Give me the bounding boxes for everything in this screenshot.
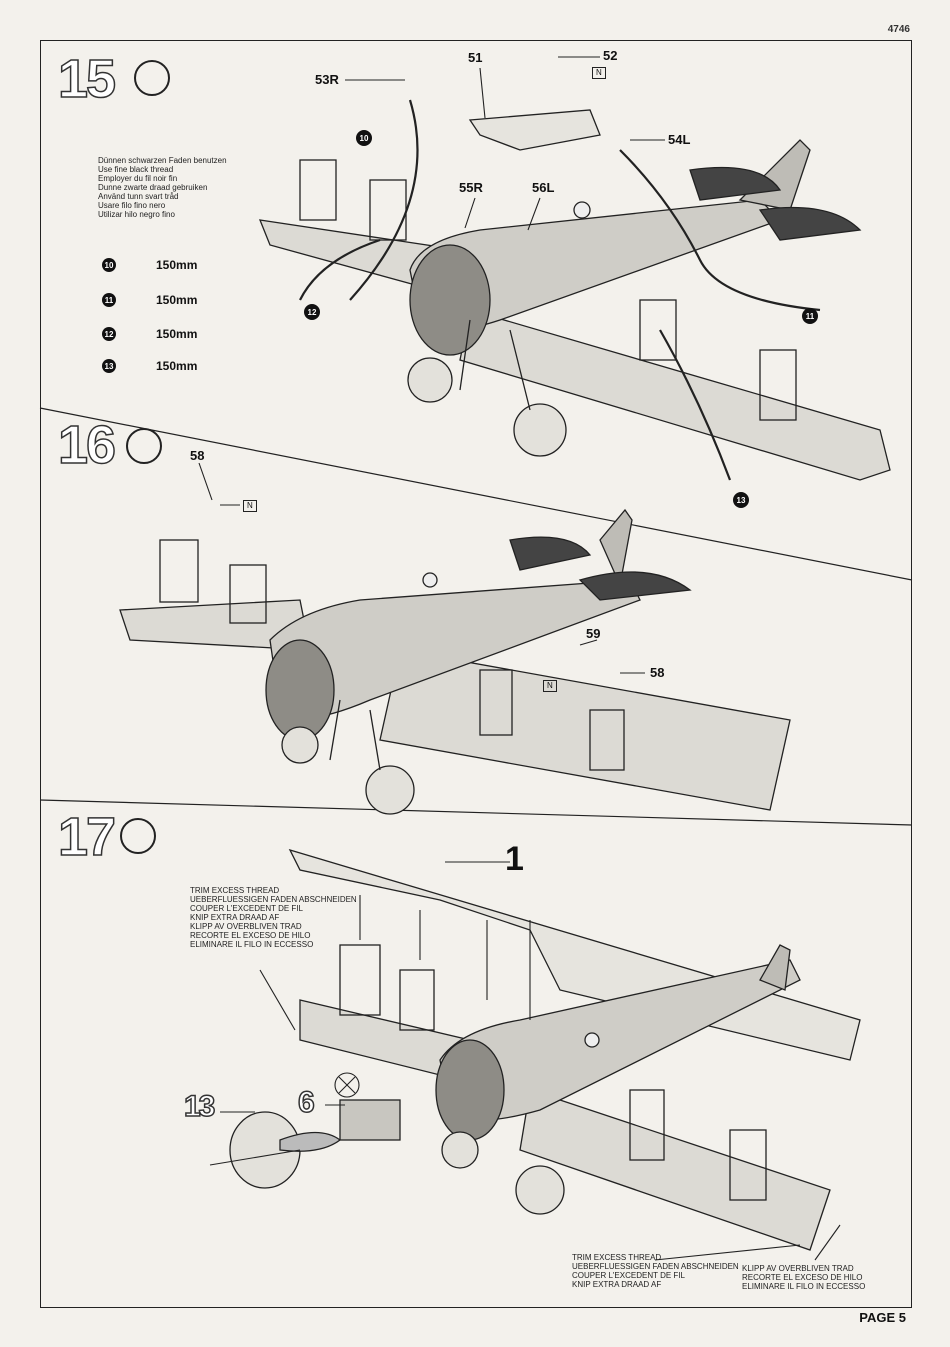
kit-code: 4746 — [887, 24, 910, 35]
instruction-line: Använd tunn svart tråd — [98, 192, 179, 201]
trim-line: TRIM EXCESS THREAD — [572, 1253, 662, 1262]
no-glue-mark — [334, 1072, 360, 1098]
part-label-58: 58 — [650, 665, 665, 680]
thread-badge: 11 — [102, 293, 116, 307]
thread-callout: 13 — [733, 492, 749, 508]
thread-length: 150mm — [156, 359, 198, 373]
part-label-58: 58 — [190, 448, 205, 463]
trim-line: KNIP EXTRA DRAAD AF — [572, 1280, 662, 1289]
trim-line: ELIMINARE IL FILO IN ECCESSO — [190, 940, 314, 949]
glue-icon — [120, 818, 156, 854]
instruction-line: Dunne zwarte draad gebruiken — [98, 183, 208, 192]
thread-row: 10 150mm — [102, 258, 197, 272]
marker-n: N — [592, 67, 606, 79]
trim-line: COUPER L'EXCEDENT DE FIL — [190, 904, 303, 913]
step-number-17: 17 — [57, 807, 117, 867]
trim-line: KNIP EXTRA DRAAD AF — [190, 913, 280, 922]
part-label-52: 52 — [603, 48, 618, 63]
aircraft-step16 — [119, 508, 791, 815]
part-label-55r: 55R — [459, 180, 483, 195]
part-label-54l: 54L — [668, 132, 691, 147]
step-number-16: 16 — [57, 415, 117, 475]
thread-length: 150mm — [156, 293, 198, 307]
glue-icon — [126, 428, 162, 464]
aircraft-step15 — [258, 99, 891, 481]
marker-n: N — [543, 680, 557, 692]
thread-length: 150mm — [156, 258, 198, 272]
thread-row: 11 150mm — [102, 293, 197, 307]
thread-row: 13 150mm — [102, 359, 197, 373]
trim-line: COUPER L'EXCEDENT DE FIL — [572, 1271, 685, 1280]
thread-instructions: Dünnen schwarzen Faden benutzen Use fine… — [98, 156, 227, 219]
trim-note: KLIPP AV OVERBLIVEN TRAD RECORTE EL EXCE… — [742, 1264, 865, 1291]
page-frame — [40, 40, 912, 1308]
trim-line: RECORTE EL EXCESO DE HILO — [742, 1273, 863, 1282]
trim-line: UEBERFLUESSIGEN FADEN ABSCHNEIDEN — [190, 895, 357, 904]
divider-16-17 — [39, 799, 913, 826]
trim-note: TRIM EXCESS THREAD UEBERFLUESSIGEN FADEN… — [190, 886, 357, 949]
thread-callout: 11 — [802, 308, 818, 324]
trim-line: UEBERFLUESSIGEN FADEN ABSCHNEIDEN — [572, 1262, 739, 1271]
instruction-line: Use fine black thread — [98, 165, 174, 174]
part-label-53r: 53R — [315, 72, 339, 87]
glue-icon — [134, 60, 170, 96]
step-number-15: 15 — [57, 49, 117, 109]
part-label-1: 1 — [505, 840, 524, 878]
thread-callout: 12 — [304, 304, 320, 320]
trim-line: ELIMINARE IL FILO IN ECCESSO — [742, 1282, 866, 1291]
part-label-6: 6 — [297, 1086, 315, 1119]
part-label-13: 13 — [183, 1090, 216, 1123]
thread-badge: 10 — [102, 258, 116, 272]
part-label-51: 51 — [468, 50, 483, 65]
instruction-line: Employer du fil noir fin — [98, 174, 178, 183]
divider-15-16 — [39, 407, 913, 581]
thread-row: 12 150mm — [102, 327, 197, 341]
thread-length: 150mm — [156, 327, 198, 341]
trim-line: RECORTE EL EXCESO DE HILO — [190, 931, 311, 940]
trim-line: KLIPP AV OVERBLIVEN TRAD — [742, 1264, 854, 1273]
trim-line: TRIM EXCESS THREAD — [190, 886, 280, 895]
instruction-line: Dünnen schwarzen Faden benutzen — [98, 156, 227, 165]
aircraft-step17 — [229, 848, 861, 1251]
instruction-line: Usare filo fino nero — [98, 201, 166, 210]
marker-n: N — [243, 500, 257, 512]
instruction-line: Utilizar hilo negro fino — [98, 210, 175, 219]
thread-callout: 10 — [356, 130, 372, 146]
page-number: PAGE 5 — [859, 1310, 906, 1325]
thread-badge: 13 — [102, 359, 116, 373]
thread-badge: 12 — [102, 327, 116, 341]
trim-line: KLIPP AV OVERBLIVEN TRAD — [190, 922, 302, 931]
part-label-56l: 56L — [532, 180, 555, 195]
part-label-59: 59 — [586, 626, 601, 641]
trim-note: TRIM EXCESS THREAD UEBERFLUESSIGEN FADEN… — [572, 1253, 739, 1289]
